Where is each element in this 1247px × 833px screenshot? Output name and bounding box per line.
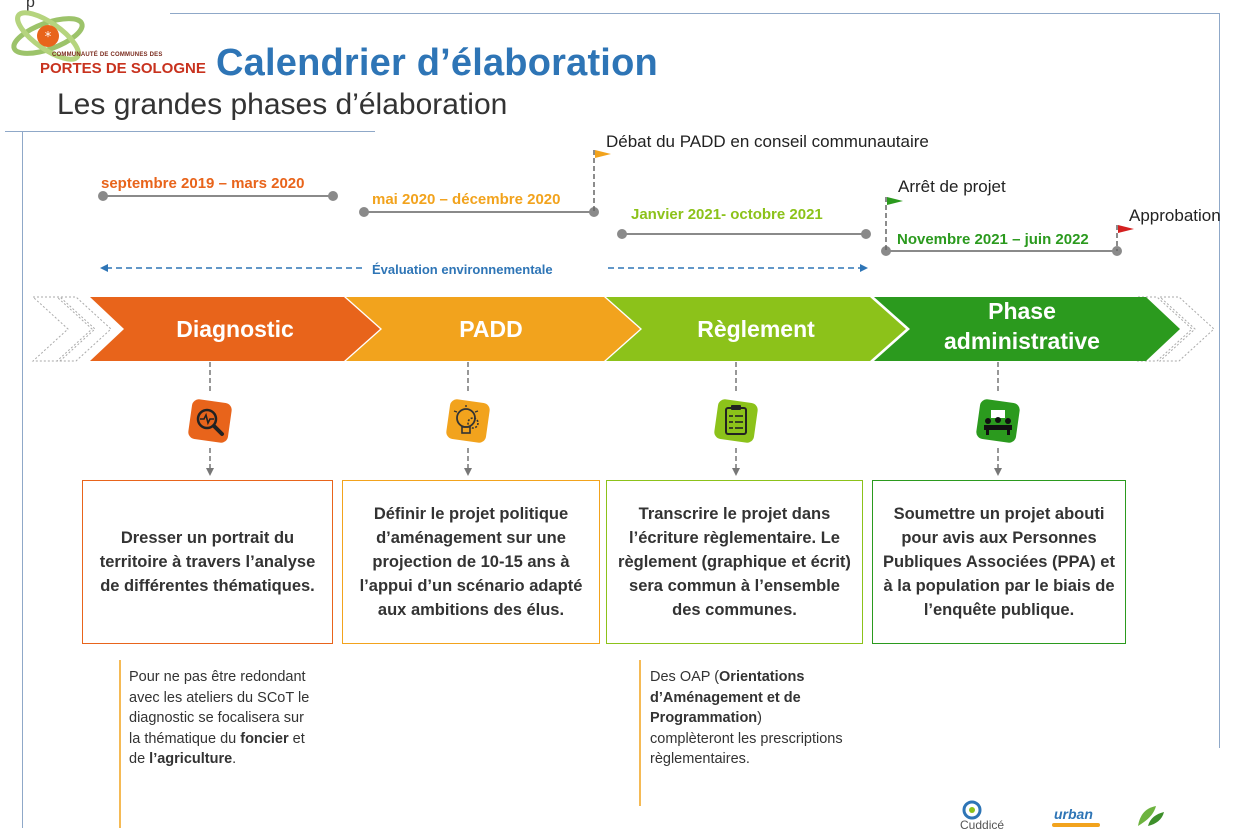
period-label-reglement: Janvier 2021- octobre 2021 xyxy=(631,206,823,223)
period-bar-administrative xyxy=(881,246,1122,256)
note-reglement-text-1: Des OAP ( xyxy=(650,669,720,685)
period-bar-diagnostic xyxy=(98,191,338,201)
milestone-padd-debate: Débat du PADD en conseil communautaire xyxy=(606,132,929,151)
description-text-padd: Définir le projet politique d’aménagemen… xyxy=(359,505,583,619)
environment-arrow xyxy=(100,264,868,272)
chevron-diagnostic xyxy=(90,297,380,361)
clipboard-checklist-icon xyxy=(712,397,760,445)
chevron-outline-left xyxy=(31,296,112,362)
partner-logo-urban: urban xyxy=(1048,806,1104,828)
description-text-diagnostic: Dresser un portrait du territoire à trav… xyxy=(99,529,316,595)
note-reglement: Des OAP (Orientations d’Aménagement et d… xyxy=(650,667,845,770)
page-subtitle: Les grandes phases d’élaboration xyxy=(57,88,508,121)
note-diagnostic: Pour ne pas être redondant avec les atel… xyxy=(129,667,314,770)
milestone-approval: Approbation xyxy=(1129,206,1221,225)
phase-label-padd: PADD xyxy=(459,316,523,342)
flag-approval xyxy=(1116,225,1134,251)
note-reglement-bold-1: Orientations d’Aménagement et de Program… xyxy=(650,669,805,726)
subtitle-underline xyxy=(5,131,375,132)
left-frame-line xyxy=(22,131,23,828)
note-reglement-text-2: ) complèteront les prescriptions règleme… xyxy=(650,710,843,767)
period-bar-padd xyxy=(359,207,599,217)
note-diagnostic-text-2: et de xyxy=(129,730,305,768)
partner-logo-cuddice: Cuddicé xyxy=(958,800,1008,832)
chevron-administrative xyxy=(874,297,1180,361)
partner-name-urban: urban xyxy=(1054,806,1093,822)
environment-label: Évaluation environnementale xyxy=(372,262,553,277)
note-diagnostic-text-1: Pour ne pas être redondant avec les atel… xyxy=(129,669,310,747)
phase-label-reglement: Règlement xyxy=(697,316,815,342)
svg-text:*: * xyxy=(45,30,52,45)
connectors xyxy=(206,362,1002,476)
description-text-reglement: Transcrire le projet dans l’écriture règ… xyxy=(618,505,851,619)
description-box-administrative: Soumettre un projet abouti pour avis aux… xyxy=(872,480,1126,644)
community-logo: * xyxy=(6,4,98,66)
top-frame-line xyxy=(170,13,1220,14)
period-bar-reglement xyxy=(617,229,871,239)
meeting-people-icon xyxy=(974,397,1022,445)
description-text-administrative: Soumettre un projet abouti pour avis aux… xyxy=(883,505,1115,619)
partner-name-cuddice: Cuddicé xyxy=(960,818,1005,832)
period-label-diagnostic: septembre 2019 – mars 2020 xyxy=(101,175,305,192)
note-diagnostic-text-3: . xyxy=(232,751,237,767)
phase-label-diagnostic: Diagnostic xyxy=(176,316,294,342)
milestone-project-stop: Arrêt de projet xyxy=(898,177,1006,196)
phase-label-administrative-line1: Phase xyxy=(988,298,1056,324)
chevron-reglement xyxy=(606,297,906,361)
period-label-padd: mai 2020 – décembre 2020 xyxy=(372,191,561,208)
right-frame-line xyxy=(1219,13,1220,748)
corner-mark: p xyxy=(26,0,35,11)
magnifier-pulse-icon xyxy=(186,397,234,445)
description-box-diagnostic: Dresser un portrait du territoire à trav… xyxy=(82,480,333,644)
flag-padd-debate xyxy=(593,150,611,212)
page-title: Calendrier d’élaboration xyxy=(216,42,658,84)
phase-label-administrative-line2: administrative xyxy=(944,328,1100,354)
chevron-padd xyxy=(346,297,640,361)
note-diagnostic-bold-1: foncier xyxy=(240,730,289,747)
period-label-administrative: Novembre 2021 – juin 2022 xyxy=(897,231,1089,248)
phase-label-administrative: Phase administrative xyxy=(902,296,1142,356)
logo-name: PORTES DE SOLOGNE xyxy=(40,60,206,77)
partner-logo-leaf xyxy=(1132,800,1168,828)
logo-caption: COMMUNAUTÉ DE COMMUNES DES xyxy=(52,52,163,58)
note-diagnostic-bold-2: l’agriculture xyxy=(149,751,233,767)
description-box-reglement: Transcrire le projet dans l’écriture règ… xyxy=(606,480,863,644)
flag-project-stop xyxy=(885,197,903,251)
description-box-padd: Définir le projet politique d’aménagemen… xyxy=(342,480,600,644)
lightbulb-gear-icon xyxy=(444,397,492,445)
